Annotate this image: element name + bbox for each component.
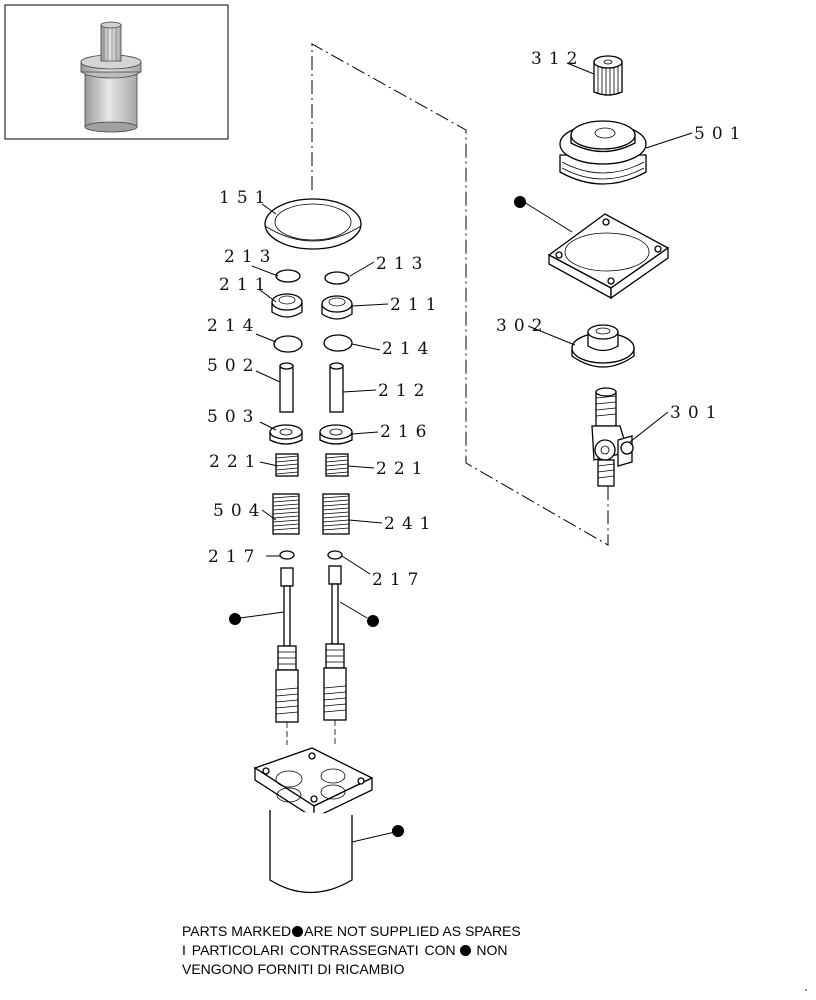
part-212-tube-right <box>329 362 344 413</box>
footnote-line-1: PARTS MARKED ARE NOT SUPPLIED AS SPARES <box>182 922 521 941</box>
callout-221-right: 221 <box>376 459 429 479</box>
callout-211-left: 211 <box>219 275 272 295</box>
housing-body <box>253 747 374 894</box>
part-211-bushing-left <box>271 293 303 318</box>
callout-216: 216 <box>380 422 433 442</box>
part-301-joint <box>591 387 634 487</box>
callout-214-right: 214 <box>382 339 435 359</box>
callout-213-right: 213 <box>376 254 429 274</box>
part-221-spring-left <box>275 453 299 477</box>
footnote-line-2-before: I PARTICOLARI CONTRASSEGNATI CON <box>182 942 456 958</box>
callout-241: 241 <box>384 514 437 534</box>
plunger-right <box>323 565 347 745</box>
footnote-line-3-text: VENGONO FORNITI DI RICAMBIO <box>182 961 405 977</box>
part-501-cap <box>559 120 647 185</box>
callout-213-left: 213 <box>224 247 277 267</box>
part-221-spring-right <box>325 453 349 477</box>
callout-217-left: 217 <box>208 547 261 567</box>
part-213-oring-left <box>275 269 301 283</box>
part-241-spring-right <box>322 493 350 535</box>
corner-mark <box>805 989 807 991</box>
callout-151: 151 <box>219 188 272 208</box>
footnote-line-2: I PARTICOLARI CONTRASSEGNATI CON NON <box>182 941 508 960</box>
footnote-line-2-after: NON <box>476 942 508 958</box>
not-supplied-dot-inline-1 <box>292 926 304 937</box>
thumbnail-preview <box>4 4 229 140</box>
footnote-line-1-before: PARTS MARKED <box>182 923 292 939</box>
callout-labels: 151 213 213 211 211 214 214 502 212 503 … <box>207 49 747 590</box>
part-216-washer-right <box>319 424 353 445</box>
part-217-ring-right <box>327 550 343 560</box>
not-supplied-dot-plunger-right <box>367 615 379 627</box>
callout-217-right: 217 <box>372 570 425 590</box>
part-211-bushing-right <box>321 295 353 320</box>
not-supplied-dot-housing <box>392 825 404 837</box>
not-supplied-dot-plunger-left <box>229 613 241 625</box>
part-504-spring-left <box>272 493 300 535</box>
callout-502: 502 <box>207 356 260 376</box>
part-217-ring-left <box>279 550 295 560</box>
part-214-oring-right <box>323 334 353 352</box>
part-502-tube-left <box>279 362 294 413</box>
footnote-line-3: VENGONO FORNITI DI RICAMBIO <box>182 960 404 979</box>
callout-503: 503 <box>207 407 260 427</box>
callout-501: 501 <box>694 124 747 144</box>
not-supplied-dot-gasket <box>514 196 526 208</box>
callout-301: 301 <box>670 403 723 423</box>
part-214-oring-left <box>273 335 303 353</box>
footnote-line-1-after: ARE NOT SUPPLIED AS SPARES <box>304 923 521 939</box>
not-supplied-dot-inline-2 <box>460 945 472 956</box>
part-213-oring-right <box>324 271 350 285</box>
not-supplied-markers <box>229 196 526 837</box>
gasket-plate <box>547 213 670 300</box>
part-312-gear <box>593 55 623 96</box>
assembly-boundary-line <box>311 43 609 546</box>
part-503-washer-left <box>269 424 303 445</box>
part-302-bushing <box>571 324 635 368</box>
left-stack <box>269 269 303 745</box>
part-151-seal <box>264 198 362 250</box>
callout-214-left: 214 <box>207 316 260 336</box>
callout-504: 504 <box>213 501 266 521</box>
callout-212: 212 <box>378 381 431 401</box>
callout-211-right: 211 <box>390 295 443 315</box>
leader-lines <box>239 62 693 843</box>
callout-302: 302 <box>496 316 549 336</box>
plunger-left <box>275 567 299 745</box>
right-stack <box>319 271 353 745</box>
callout-312: 312 <box>531 49 584 69</box>
callout-221-left: 221 <box>209 452 262 472</box>
